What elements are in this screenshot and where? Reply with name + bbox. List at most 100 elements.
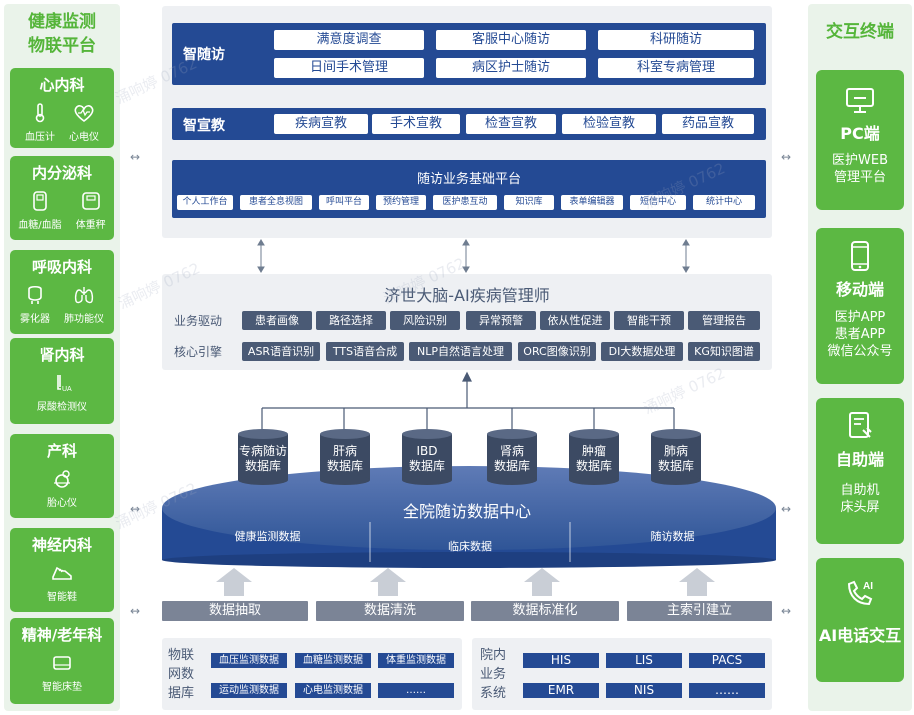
iot-data-item[interactable]: 血压监测数据 <box>211 653 287 668</box>
device-label: 肺功能仪 <box>64 314 104 325</box>
device-label: 智能鞋 <box>47 592 77 603</box>
zhisuifang-item[interactable]: 科室专病管理 <box>598 58 754 78</box>
upload-arrows <box>216 568 715 596</box>
iot-data-item[interactable]: 运动监测数据 <box>211 683 287 698</box>
device-item[interactable]: 雾化器 <box>20 285 50 325</box>
right-link-arrow: ↔ <box>781 502 792 516</box>
zhisuifang-item[interactable]: 日间手术管理 <box>274 58 424 78</box>
zhixuanjiao-item[interactable]: 药品宣教 <box>662 114 754 134</box>
department-title: 神经内科 <box>31 536 92 554</box>
terminal-desc: 患者APP <box>834 327 886 342</box>
platform-item[interactable]: 医护患互动 <box>433 195 497 210</box>
process-step[interactable]: 数据抽取 <box>162 601 308 621</box>
iot-data-item[interactable]: …… <box>378 683 454 698</box>
department-card[interactable]: 神经内科智能鞋 <box>10 528 114 612</box>
iot-database-panel <box>162 638 462 710</box>
mobile-phone-icon <box>851 241 869 271</box>
engine-item[interactable]: DI大数据处理 <box>601 342 683 361</box>
terminal-card-pc[interactable]: PC端 医护WEB 管理平台 <box>816 70 904 210</box>
department-card[interactable]: 精神/老年科智能床垫 <box>10 618 114 704</box>
monitor-icon <box>846 88 874 113</box>
engine-item[interactable]: KG知识图谱 <box>688 342 760 361</box>
zhixuanjiao-item[interactable]: 检查宣教 <box>466 114 556 134</box>
department-card[interactable]: 呼吸内科雾化器肺功能仪 <box>10 250 114 334</box>
platform-item[interactable]: 患者全息视图 <box>240 195 312 210</box>
zhisuifang-item[interactable]: 科研随访 <box>598 30 754 50</box>
drive-item[interactable]: 患者画像 <box>242 311 312 330</box>
drive-item[interactable]: 风险识别 <box>390 311 460 330</box>
zhisuifang-item[interactable]: 病区护士随访 <box>436 58 586 78</box>
database-cylinder[interactable]: 肾病数据库 <box>486 428 538 486</box>
iot-data-item[interactable]: 血糖监测数据 <box>295 653 371 668</box>
device-item[interactable]: 体重秤 <box>76 191 106 231</box>
device-item[interactable]: 肺功能仪 <box>64 285 104 325</box>
terminal-card-kiosk[interactable]: 自助端 自助机 床头屏 <box>816 398 904 544</box>
terminal-card-mobile[interactable]: 移动端 医护APP 患者APP 微信公众号 <box>816 228 904 384</box>
process-step[interactable]: 数据标准化 <box>471 601 619 621</box>
platform-item[interactable]: 表单编辑器 <box>561 195 623 210</box>
platform-item[interactable]: 统计中心 <box>693 195 755 210</box>
hospital-system-item[interactable]: EMR <box>523 683 599 698</box>
platform-item[interactable]: 预约管理 <box>376 195 426 210</box>
device-item[interactable]: 血压计 <box>25 103 55 143</box>
zhixuanjiao-item[interactable]: 疾病宣教 <box>274 114 368 134</box>
hospital-system-item[interactable]: PACS <box>689 653 765 668</box>
drive-item[interactable]: 智能干预 <box>614 311 684 330</box>
hospital-system-item[interactable]: HIS <box>523 653 599 668</box>
engine-item[interactable]: ASR语音识别 <box>242 342 320 361</box>
data-center-disc <box>162 466 776 568</box>
zhixuanjiao-item[interactable]: 检验宣教 <box>562 114 656 134</box>
drive-item[interactable]: 路径选择 <box>316 311 386 330</box>
database-cylinder[interactable]: 肿瘤数据库 <box>568 428 620 486</box>
drive-item[interactable]: 异常预警 <box>466 311 536 330</box>
engine-item[interactable]: ORC图像识别 <box>518 342 596 361</box>
drive-item[interactable]: 管理报告 <box>688 311 760 330</box>
device-label: 体重秤 <box>75 220 106 231</box>
database-cylinder[interactable]: 肺病数据库 <box>650 428 702 486</box>
data-segment: 健康监测数据 <box>234 530 301 543</box>
device-item[interactable]: 血糖/血脂 <box>18 191 62 231</box>
iot-data-item[interactable]: 心电监测数据 <box>295 683 371 698</box>
device-item[interactable]: 心电仪 <box>69 103 99 143</box>
department-title: 心内科 <box>39 76 85 94</box>
zhisuifang-item[interactable]: 满意度调查 <box>274 30 424 50</box>
device-label: 胎心仪 <box>47 498 77 509</box>
device-label: 心电仪 <box>69 132 99 143</box>
process-step[interactable]: 数据清洗 <box>316 601 464 621</box>
device-label: 血压计 <box>25 132 55 143</box>
data-segment: 随访数据 <box>650 530 695 543</box>
department-title: 精神/老年科 <box>21 626 103 644</box>
left-link-arrow: ↔ <box>130 502 141 516</box>
hospital-system-item[interactable]: LIS <box>606 653 682 668</box>
terminal-desc: 床头屏 <box>840 500 880 515</box>
platform-item[interactable]: 短信中心 <box>630 195 686 210</box>
platform-item[interactable]: 个人工作台 <box>177 195 233 210</box>
terminal-card-ai-phone[interactable]: AI AI电话交互 <box>816 558 904 682</box>
vertical-double-arrows <box>257 239 690 273</box>
platform-item[interactable]: 呼叫平台 <box>319 195 369 210</box>
hospital-system-item[interactable]: NIS <box>606 683 682 698</box>
iot-data-item[interactable]: 体重监测数据 <box>378 653 454 668</box>
database-label: 肝病数据库 <box>326 444 363 473</box>
right-link-arrow: ↔ <box>781 150 792 164</box>
database-cylinder[interactable]: 肝病数据库 <box>319 428 371 486</box>
device-item[interactable]: 胎心仪 <box>47 469 77 509</box>
department-card[interactable]: 产科胎心仪 <box>10 434 114 518</box>
database-cylinder[interactable]: 专病随访数据库 <box>237 428 289 486</box>
engine-item[interactable]: TTS语音合成 <box>326 342 404 361</box>
engine-item[interactable]: NLP自然语言处理 <box>409 342 512 361</box>
core-engine-label: 核心引擎 <box>174 345 223 359</box>
zhixuanjiao-item[interactable]: 手术宣教 <box>372 114 460 134</box>
device-item[interactable]: 智能鞋 <box>47 563 77 603</box>
department-card[interactable]: 内分泌科血糖/血脂体重秤 <box>10 156 114 240</box>
process-step[interactable]: 主索引建立 <box>627 601 772 621</box>
drive-item[interactable]: 依从性促进 <box>540 311 610 330</box>
hospital-system-item[interactable]: …… <box>689 683 765 698</box>
platform-item[interactable]: 知识库 <box>504 195 554 210</box>
department-card[interactable]: 心内科血压计 心电仪 <box>10 68 114 148</box>
zhisuifang-item[interactable]: 客服中心随访 <box>436 30 586 50</box>
device-item[interactable]: 智能床垫 <box>42 653 82 693</box>
